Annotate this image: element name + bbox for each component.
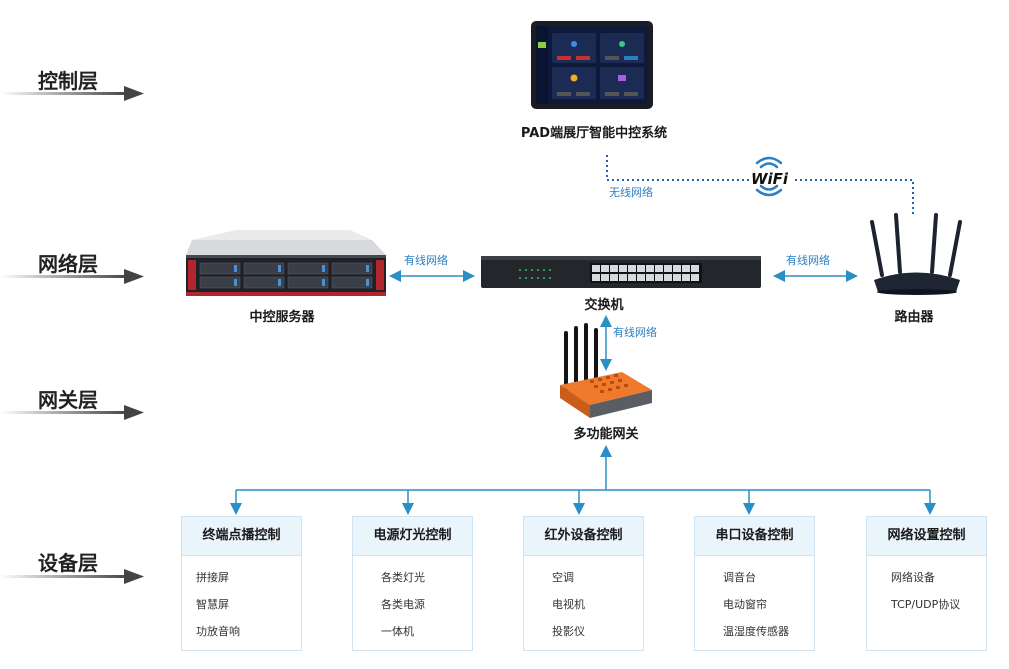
gateway-distribution-lines [230, 445, 936, 515]
link-label-wired-gateway: 有线网络 [613, 326, 657, 339]
card-network-settings: 网络设置控制 网络设备 TCP/UDP协议 [866, 516, 987, 651]
card-title: 电源灯光控制 [353, 517, 472, 556]
link-label-wireless: 无线网络 [609, 186, 653, 199]
wireless-link-line [606, 155, 914, 215]
link-label-wired-server: 有线网络 [404, 254, 448, 267]
pad-tablet-image [531, 21, 653, 109]
wifi-icon [755, 156, 783, 197]
card-item: 电视机 [552, 598, 585, 611]
card-item: 空调 [552, 571, 574, 584]
layer-arrow-device [0, 569, 144, 584]
card-terminal-playback: 终端点播控制 拼接屏 智慧屏 功放音响 [181, 516, 302, 651]
card-item: 各类电源 [381, 598, 425, 611]
card-item: 调音台 [723, 571, 756, 584]
card-title: 终端点播控制 [182, 517, 301, 556]
card-title: 串口设备控制 [695, 517, 814, 556]
layer-arrow-control [0, 86, 144, 101]
server-image [186, 230, 386, 296]
node-label-server: 中控服务器 [249, 310, 315, 325]
card-item: 网络设备 [891, 571, 935, 584]
card-item: 拼接屏 [196, 571, 229, 584]
router-image [870, 213, 962, 295]
card-item: 一体机 [381, 625, 414, 638]
node-label-switch: 交换机 [584, 298, 624, 313]
card-infrared: 红外设备控制 空调 电视机 投影仪 [523, 516, 644, 651]
card-title: 红外设备控制 [524, 517, 643, 556]
card-item: TCP/UDP协议 [891, 598, 961, 611]
node-label-router: 路由器 [894, 310, 934, 325]
card-item: 功放音响 [196, 625, 240, 638]
gateway-image [560, 323, 652, 418]
layer-arrow-network [0, 269, 144, 284]
node-label-gateway: 多功能网关 [573, 427, 639, 442]
card-serial: 串口设备控制 调音台 电动窗帘 温湿度传感器 [694, 516, 815, 651]
card-title: 网络设置控制 [867, 517, 986, 556]
layer-label-device: 设备层 [38, 551, 98, 575]
switch-image [481, 256, 761, 288]
card-item: 智慧屏 [196, 598, 229, 611]
layer-arrow-gateway [0, 405, 144, 420]
card-power-lighting: 电源灯光控制 各类灯光 各类电源 一体机 [352, 516, 473, 651]
card-item: 电动窗帘 [723, 598, 767, 611]
layer-label-gateway: 网关层 [38, 388, 98, 412]
layer-label-network: 网络层 [38, 252, 98, 276]
link-label-wired-router: 有线网络 [786, 254, 830, 267]
node-label-pad: PAD端展厅智能中控系统 [520, 126, 668, 141]
card-item: 温湿度传感器 [723, 625, 789, 638]
card-item: 各类灯光 [381, 571, 425, 584]
wifi-label: WiFi [751, 170, 789, 188]
layer-label-control: 控制层 [38, 69, 98, 93]
card-item: 投影仪 [552, 625, 585, 638]
